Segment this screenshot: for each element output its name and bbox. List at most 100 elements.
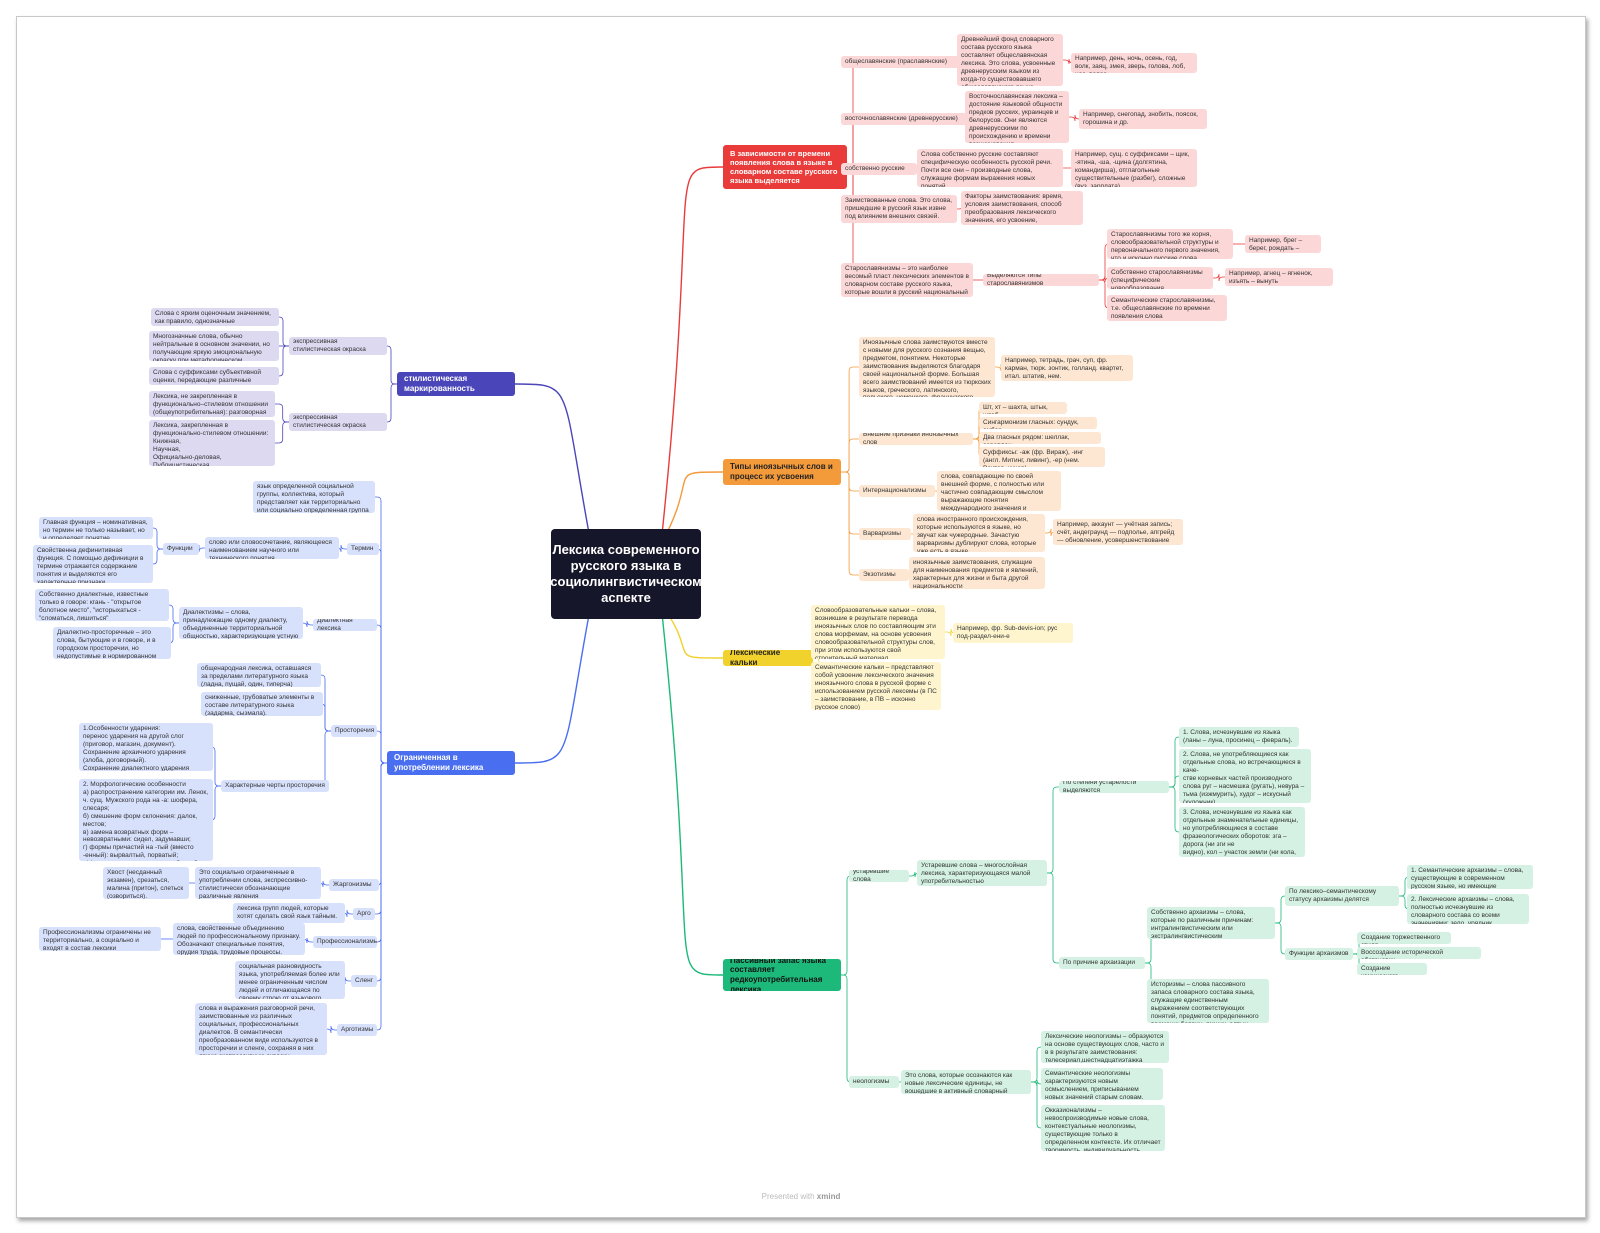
node-n2[interactable]: Семантические неологизмы характеризуются… <box>1041 1068 1163 1100</box>
node-funk[interactable]: Функции архаизмов <box>1285 948 1353 960</box>
topic-time-origin[interactable]: В зависимости от времени появления слова… <box>723 145 847 189</box>
node-c1[interactable]: 1.Особенности ударения: перенос ударения… <box>79 723 213 771</box>
node-varv[interactable]: Варваризмы <box>859 528 911 540</box>
node-staro-types[interactable]: Выделяются типы старославянизмов <box>983 274 1099 286</box>
node-foreign-ex[interactable]: Например, тетрадь, грач, суп, фр. карман… <box>1001 355 1133 381</box>
node-zharg[interactable]: Жаргонизмы <box>329 879 379 891</box>
node-s2[interactable]: 2. Слова, не употребляющиеся как отдельн… <box>1179 749 1311 803</box>
node-prof[interactable]: Профессионализмы <box>313 936 377 948</box>
node-dial-desc[interactable]: Диалектизмы – слова, принадлежащие одном… <box>179 607 303 639</box>
node-status[interactable]: По лексико–семантическому статусу архаиз… <box>1285 886 1399 906</box>
node-sleng-desc[interactable]: социальная разновидность языка, употребл… <box>235 961 345 999</box>
node-p2[interactable]: сниженные, грубоватые элементы в составе… <box>201 692 323 716</box>
node-d1[interactable]: Собственно диалектные, известные только … <box>35 589 169 621</box>
node-ekz-desc[interactable]: иноязычные заимствования, служащие для н… <box>909 557 1045 589</box>
node-staro-t2[interactable]: Собственно старославянизмы (специфически… <box>1107 267 1213 289</box>
node-s3[interactable]: 3. Слова, исчезнувшие из языка как отдел… <box>1179 807 1305 857</box>
node-group-language[interactable]: язык определенной социальной группы, кол… <box>253 481 375 513</box>
node-sobst-ex[interactable]: Например, сущ. с суффиксами – щик, -ятин… <box>1071 149 1197 187</box>
node-vnesh[interactable]: Внешние признаки иноязычных слов <box>859 433 973 445</box>
node-e3[interactable]: Слова с суффиксами субъективной оценки, … <box>149 367 279 385</box>
node-v1[interactable]: Шт, хт – шахта, штык, штаб. <box>979 402 1067 414</box>
node-fk1[interactable]: Главная функция – номинативная, но терми… <box>39 517 153 539</box>
topic-calques[interactable]: Лексические кальки <box>723 650 813 666</box>
node-sobst-desc[interactable]: Слова собственно русские составляют спец… <box>917 149 1063 187</box>
node-sobst[interactable]: собственно русские <box>841 163 917 175</box>
node-ustar-desc[interactable]: Устаревшие слова – многослойная лексика,… <box>917 860 1047 886</box>
node-varv-ex[interactable]: Например, аккаунт — учётная запись; счёт… <box>1053 519 1183 545</box>
node-e1[interactable]: Слова с ярким оценочным значением, как п… <box>151 308 279 326</box>
node-vost-desc[interactable]: Восточнославянская лексика – достояние я… <box>965 91 1069 143</box>
node-sleng[interactable]: Сленг <box>351 975 377 987</box>
node-stepen[interactable]: По степени устарелости выделяются <box>1059 781 1169 793</box>
node-cherty[interactable]: Характерные черты просторечия <box>221 780 329 792</box>
node-prof-left[interactable]: Профессионализмы ограничены не территори… <box>39 927 161 951</box>
node-calque-sem[interactable]: Семантические кальки – представляют собо… <box>811 662 941 710</box>
node-prof-desc[interactable]: слова, свойственные объединению людей по… <box>173 923 305 955</box>
node-calque-word[interactable]: Словообразовательные кальки – слова, воз… <box>811 605 945 659</box>
topic-restricted[interactable]: Ограниченная в употреблении лексика <box>387 751 515 775</box>
node-fu1[interactable]: Лексика, не закрепленная в функционально… <box>149 391 275 417</box>
node-obsh-desc[interactable]: Древнейший фонд словарного состава русск… <box>957 34 1063 86</box>
node-varv-desc[interactable]: слова иностранного происхождения, которы… <box>913 514 1045 552</box>
node-neol[interactable]: неологизмы <box>849 1076 899 1088</box>
node-prichina[interactable]: По причине архаизации <box>1059 957 1145 969</box>
node-e2[interactable]: Многозначные слова, обычно нейтральные в… <box>149 331 279 361</box>
topic-style[interactable]: Стилевая и стилистическая маркированност… <box>397 372 515 396</box>
node-v4[interactable]: Суффиксы: -аж (фр. Вираж), -инг (англ. М… <box>979 447 1105 467</box>
node-ekz[interactable]: Экзотизмы <box>859 569 909 581</box>
node-st1[interactable]: 1. Семантические архаизмы – слова, сущес… <box>1407 865 1533 889</box>
node-zaim-desc[interactable]: Факторы заимствования: время, условия за… <box>961 191 1083 225</box>
node-obsh[interactable]: общеславянские (праславянские) <box>841 56 959 68</box>
node-d2[interactable]: Диалектно-просторечные – это слова, быту… <box>53 627 171 659</box>
node-zharg-desc[interactable]: Это социально ограниченные в употреблени… <box>195 867 321 899</box>
node-ustar[interactable]: устаревшие слова <box>849 870 909 882</box>
topic-passive[interactable]: Пассивный запас языка составляет редкоуп… <box>723 959 841 991</box>
node-prost[interactable]: Просторечия <box>331 725 377 737</box>
node-vost-ex[interactable]: Например, снегопад, знобить, поясок, гор… <box>1079 109 1207 129</box>
node-argot[interactable]: Арготизмы <box>337 1024 377 1036</box>
node-fun[interactable]: функционально-экспрессивная стилистическ… <box>289 413 387 431</box>
node-termin[interactable]: Термин <box>347 543 379 555</box>
node-argot-desc[interactable]: слова и выражения разговорной речи, заим… <box>195 1003 327 1055</box>
node-staro[interactable]: Старославянизмы – это наиболее весомый п… <box>841 263 973 297</box>
node-st2[interactable]: 2. Лексические архаизмы – слова, полност… <box>1407 894 1529 924</box>
node-staro-t2-ex[interactable]: Например, агнец – ягненок, изъять – выну… <box>1225 268 1333 286</box>
node-argo-desc[interactable]: лексика групп людей, которые хотят сдела… <box>233 903 345 923</box>
node-staro-t1-ex[interactable]: Например, брег – берег, рождать – рожать <box>1245 235 1321 253</box>
node-termin-desc[interactable]: слово или словосочетание, являющееся наи… <box>205 537 339 559</box>
central-topic[interactable]: Лексика современного русского языка в со… <box>551 529 701 619</box>
node-v3[interactable]: Два гласных рядом: шеллак, аэроплан <box>979 432 1101 444</box>
node-f3[interactable]: Создание комического. <box>1357 963 1427 975</box>
node-intern-desc[interactable]: слова, совпадающие по своей внешней форм… <box>937 471 1061 511</box>
node-calque-word-ex[interactable]: Например, фр. Sub-devis-ion; рус под-раз… <box>953 623 1073 643</box>
node-staro-t1[interactable]: Старославянизмы того же корня, словообра… <box>1107 229 1233 259</box>
node-neol-desc[interactable]: Это слова, которые осознаются как новые … <box>901 1070 1031 1094</box>
node-emo[interactable]: эмоционально-экспрессивная стилистическа… <box>289 337 387 355</box>
node-istor[interactable]: Историзмы – слова пассивного запаса слов… <box>1147 979 1269 1023</box>
footer-brand[interactable]: xmind <box>816 1192 841 1201</box>
connector-node-stepen <box>1047 786 1059 874</box>
node-funkcii[interactable]: Функции <box>163 543 199 555</box>
node-v2[interactable]: Сингармонизм гласных: сундук, амбар <box>979 417 1097 429</box>
node-n1[interactable]: Лексические неологизмы – образуются на о… <box>1041 1031 1169 1063</box>
node-p1[interactable]: общенародная лексика, оставшаяся за пред… <box>197 663 321 687</box>
node-f2[interactable]: Воссоздание исторической обстановки. <box>1357 947 1481 959</box>
node-zaim[interactable]: Заимствованные слова. Это слова, пришедш… <box>841 195 957 223</box>
node-fu2[interactable]: Лексика, закрепленная в функционально-ст… <box>149 420 275 466</box>
topic-foreign-words[interactable]: Типы иноязычных слов и процесс их усвоен… <box>723 459 841 485</box>
node-arh[interactable]: Собственно архаизмы – слова, которые по … <box>1147 907 1275 939</box>
node-f1[interactable]: Создание торжественного стиля <box>1357 932 1451 944</box>
node-argo[interactable]: Арго <box>353 908 375 920</box>
node-s1[interactable]: 1. Слова, исчезнувшие из языка (ланы – л… <box>1179 727 1299 747</box>
node-foreign-desc[interactable]: Иноязычные слова заимствуются вместе с н… <box>859 337 995 397</box>
node-vost[interactable]: восточнославянские (древнерусские) <box>841 113 971 125</box>
node-obsh-ex[interactable]: Например, день, ночь, осень, год, волк, … <box>1071 53 1197 73</box>
node-c2[interactable]: 2. Морфологические особенности а) распро… <box>79 779 213 861</box>
node-staro-t3[interactable]: Семантические старославянизмы, т.е. обще… <box>1107 295 1227 321</box>
node-intern[interactable]: Интернационализмы <box>859 485 935 497</box>
node-zharg-ex[interactable]: Хвост (несданный экзамен), срезаться, ма… <box>103 867 189 899</box>
node-dial[interactable]: Диалектная лексика <box>313 619 377 631</box>
node-fk2[interactable]: Свойственна дефинитивная функция. С помо… <box>33 545 153 583</box>
node-n3[interactable]: Окказионализмы – невоспроизводимые новые… <box>1041 1105 1165 1151</box>
